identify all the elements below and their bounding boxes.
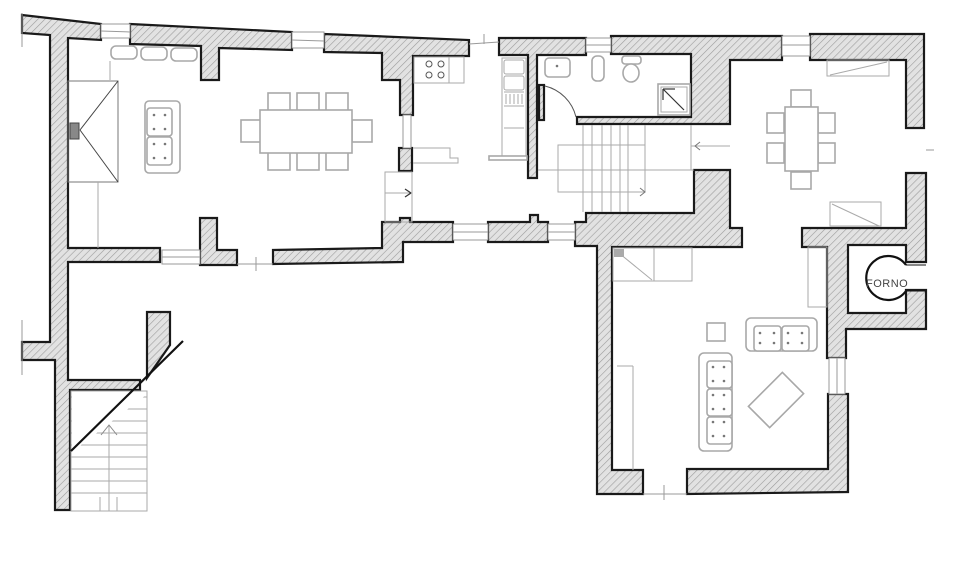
kitchen — [413, 56, 528, 164]
right-dining — [766, 59, 890, 227]
window — [402, 114, 412, 149]
wall-top-kitchen — [322, 32, 471, 117]
dining-table-icon — [240, 92, 373, 171]
sink-icon — [501, 57, 527, 157]
sofa-icon — [745, 317, 818, 352]
wall-bath-divider — [537, 83, 546, 122]
left-room — [67, 45, 413, 248]
staircase-left — [70, 310, 184, 512]
bidet-icon — [591, 55, 605, 82]
wall-top-right — [808, 32, 926, 130]
wall-right-lower — [800, 171, 928, 360]
bathroom — [544, 55, 691, 118]
right-living — [612, 247, 818, 470]
washbasin-icon — [544, 57, 571, 78]
radiator — [170, 47, 198, 62]
wall-bottom-stub — [198, 216, 239, 267]
staircase-center — [538, 125, 730, 212]
fireplace-icon — [67, 80, 119, 248]
windows — [21, 13, 934, 500]
radiator — [140, 46, 168, 61]
cooktop-icon — [413, 56, 465, 84]
coffee-table — [747, 371, 805, 429]
wall-stair-stub — [145, 310, 172, 382]
side-table — [706, 322, 726, 342]
dining-table-icon — [766, 89, 836, 190]
wall-bottom-middle — [271, 216, 455, 266]
radiator — [110, 45, 138, 60]
walls — [20, 13, 928, 512]
wall-block — [486, 213, 550, 244]
wall-pier — [397, 146, 414, 173]
oven: FORNO — [807, 246, 926, 308]
shower-icon — [657, 83, 691, 116]
toilet-icon — [621, 55, 642, 83]
section-cut-line — [70, 340, 184, 452]
window — [781, 35, 811, 57]
sofa-icon — [144, 100, 181, 174]
oven-label: FORNO — [866, 278, 908, 290]
oven-icon — [865, 254, 907, 302]
sofa-icon — [698, 352, 733, 452]
